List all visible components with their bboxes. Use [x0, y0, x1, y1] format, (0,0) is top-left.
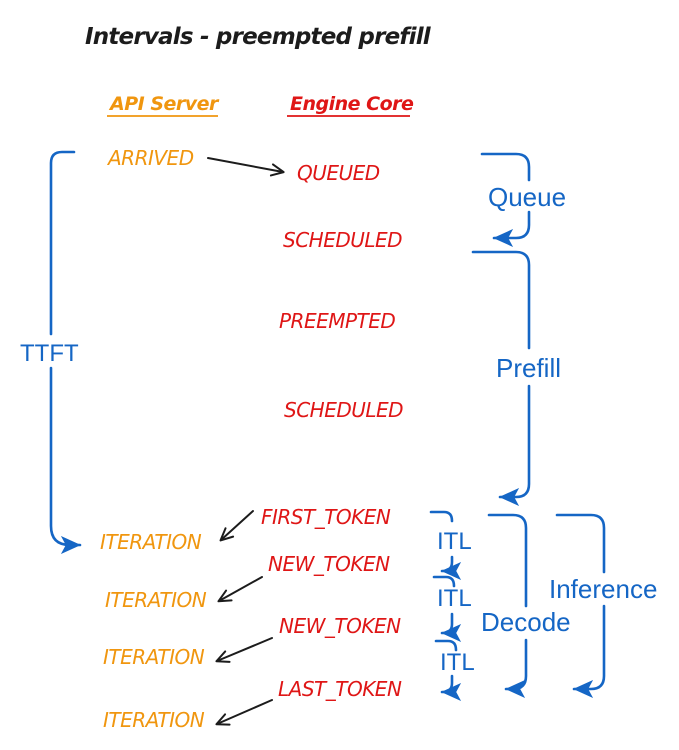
event-first-token: FIRST_TOKEN: [261, 505, 391, 529]
itl2-hook-arrow: [440, 612, 462, 643]
itl3-bracket-top: [434, 639, 458, 652]
interval-label-prefill: Prefill: [496, 353, 561, 383]
ttft-bracket-bottom-arrow: [49, 366, 82, 555]
diagram-title: Intervals - preempted prefill: [85, 24, 432, 50]
event-iteration-4: ITERATION: [103, 708, 205, 732]
inference-bracket-top: [555, 513, 606, 574]
interval-label-inference: Inference: [549, 574, 657, 604]
interval-label-itl-2: ITL: [437, 585, 472, 612]
interval-label-itl-3: ITL: [440, 649, 475, 676]
decode-bracket-bottom-arrow: [504, 638, 528, 699]
prefill-bracket-bottom-arrow: [498, 384, 531, 507]
itl1-bracket-top: [429, 510, 454, 523]
arrived-to-queued-arrow: [207, 157, 285, 177]
ttft-bracket-top: [49, 150, 76, 336]
event-iteration-3: ITERATION: [103, 645, 205, 669]
last-token-to-iteration-arrow: [215, 699, 273, 726]
new-token1-to-iteration-arrow: [217, 576, 263, 603]
itl1-hook-arrow: [440, 555, 462, 581]
event-iteration-2: ITERATION: [105, 588, 207, 612]
event-preempted: PREEMPTED: [279, 309, 395, 333]
event-new-token-1: NEW_TOKEN: [268, 552, 390, 576]
queue-bracket-top: [480, 152, 531, 182]
itl2-bracket-top: [432, 575, 456, 588]
new-token2-to-iteration-arrow: [215, 637, 273, 663]
event-scheduled-2: SCHEDULED: [284, 398, 403, 422]
first-token-to-iteration-arrow: [219, 510, 254, 542]
interval-label-decode: Decode: [481, 607, 571, 637]
prefill-bracket-top: [471, 250, 531, 350]
event-queued: QUEUED: [297, 161, 380, 185]
event-scheduled-1: SCHEDULED: [283, 228, 402, 252]
column-header-engine-core: Engine Core: [290, 93, 414, 115]
event-arrived: ARRIVED: [106, 146, 194, 170]
event-last-token: LAST_TOKEN: [278, 677, 402, 701]
event-iteration-1: ITERATION: [100, 530, 202, 554]
interval-label-ttft: TTFT: [20, 340, 79, 367]
column-header-api-server: API Server: [108, 93, 220, 115]
itl3-hook-arrow: [440, 674, 462, 702]
queue-bracket-bottom-arrow: [492, 210, 531, 248]
interval-label-itl-1: ITL: [437, 528, 472, 555]
decode-bracket-top: [487, 513, 528, 608]
interval-label-queue: Queue: [488, 182, 566, 212]
inference-bracket-bottom-arrow: [572, 604, 606, 699]
event-new-token-2: NEW_TOKEN: [279, 614, 401, 638]
